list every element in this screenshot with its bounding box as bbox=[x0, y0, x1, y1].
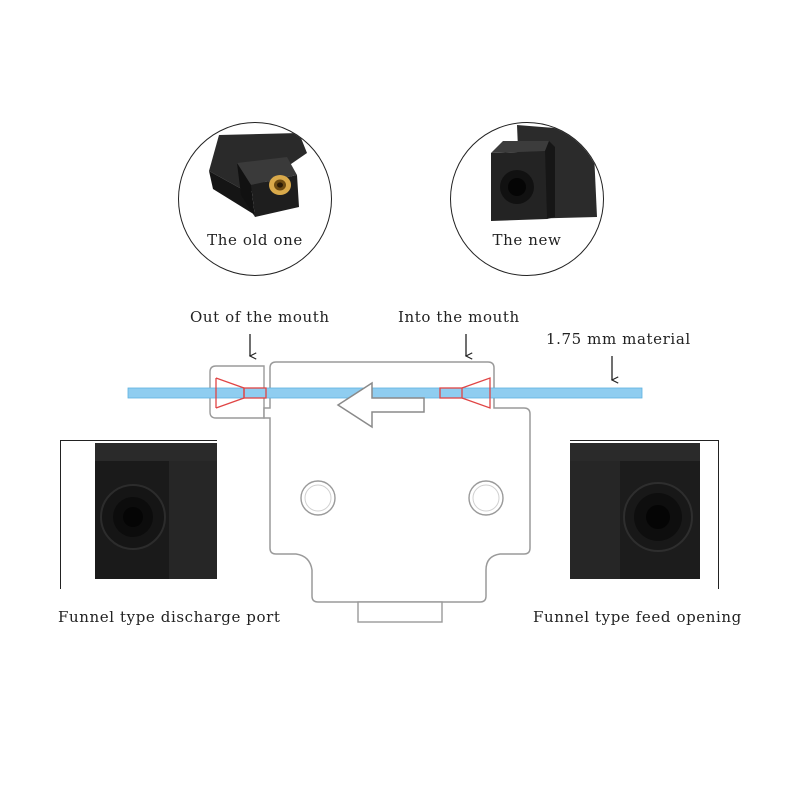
old-part-circle: The old one bbox=[178, 122, 332, 276]
mounting-hole-left bbox=[300, 480, 336, 516]
feed-opening-photo bbox=[570, 440, 719, 589]
device-body bbox=[263, 361, 531, 623]
discharge-funnel bbox=[215, 377, 267, 409]
old-part-image bbox=[209, 133, 307, 217]
into-mouth-label: Into the mouth bbox=[398, 308, 520, 326]
bottom-tab bbox=[357, 601, 443, 623]
discharge-port-label: Funnel type discharge port bbox=[58, 608, 281, 626]
new-part-caption: The new bbox=[492, 231, 562, 249]
discharge-port-photo bbox=[60, 440, 217, 589]
feed-funnel bbox=[439, 377, 491, 409]
new-part-image bbox=[491, 125, 597, 221]
out-of-mouth-label: Out of the mouth bbox=[190, 308, 330, 326]
mounting-hole-right bbox=[468, 480, 504, 516]
arrow-left-icon bbox=[336, 381, 425, 429]
new-part-circle: The new bbox=[450, 122, 604, 276]
material-label: 1.75 mm material bbox=[546, 330, 691, 348]
feed-opening-label: Funnel type feed opening bbox=[533, 608, 742, 626]
old-part-caption: The old one bbox=[207, 231, 303, 249]
filament bbox=[127, 387, 643, 399]
